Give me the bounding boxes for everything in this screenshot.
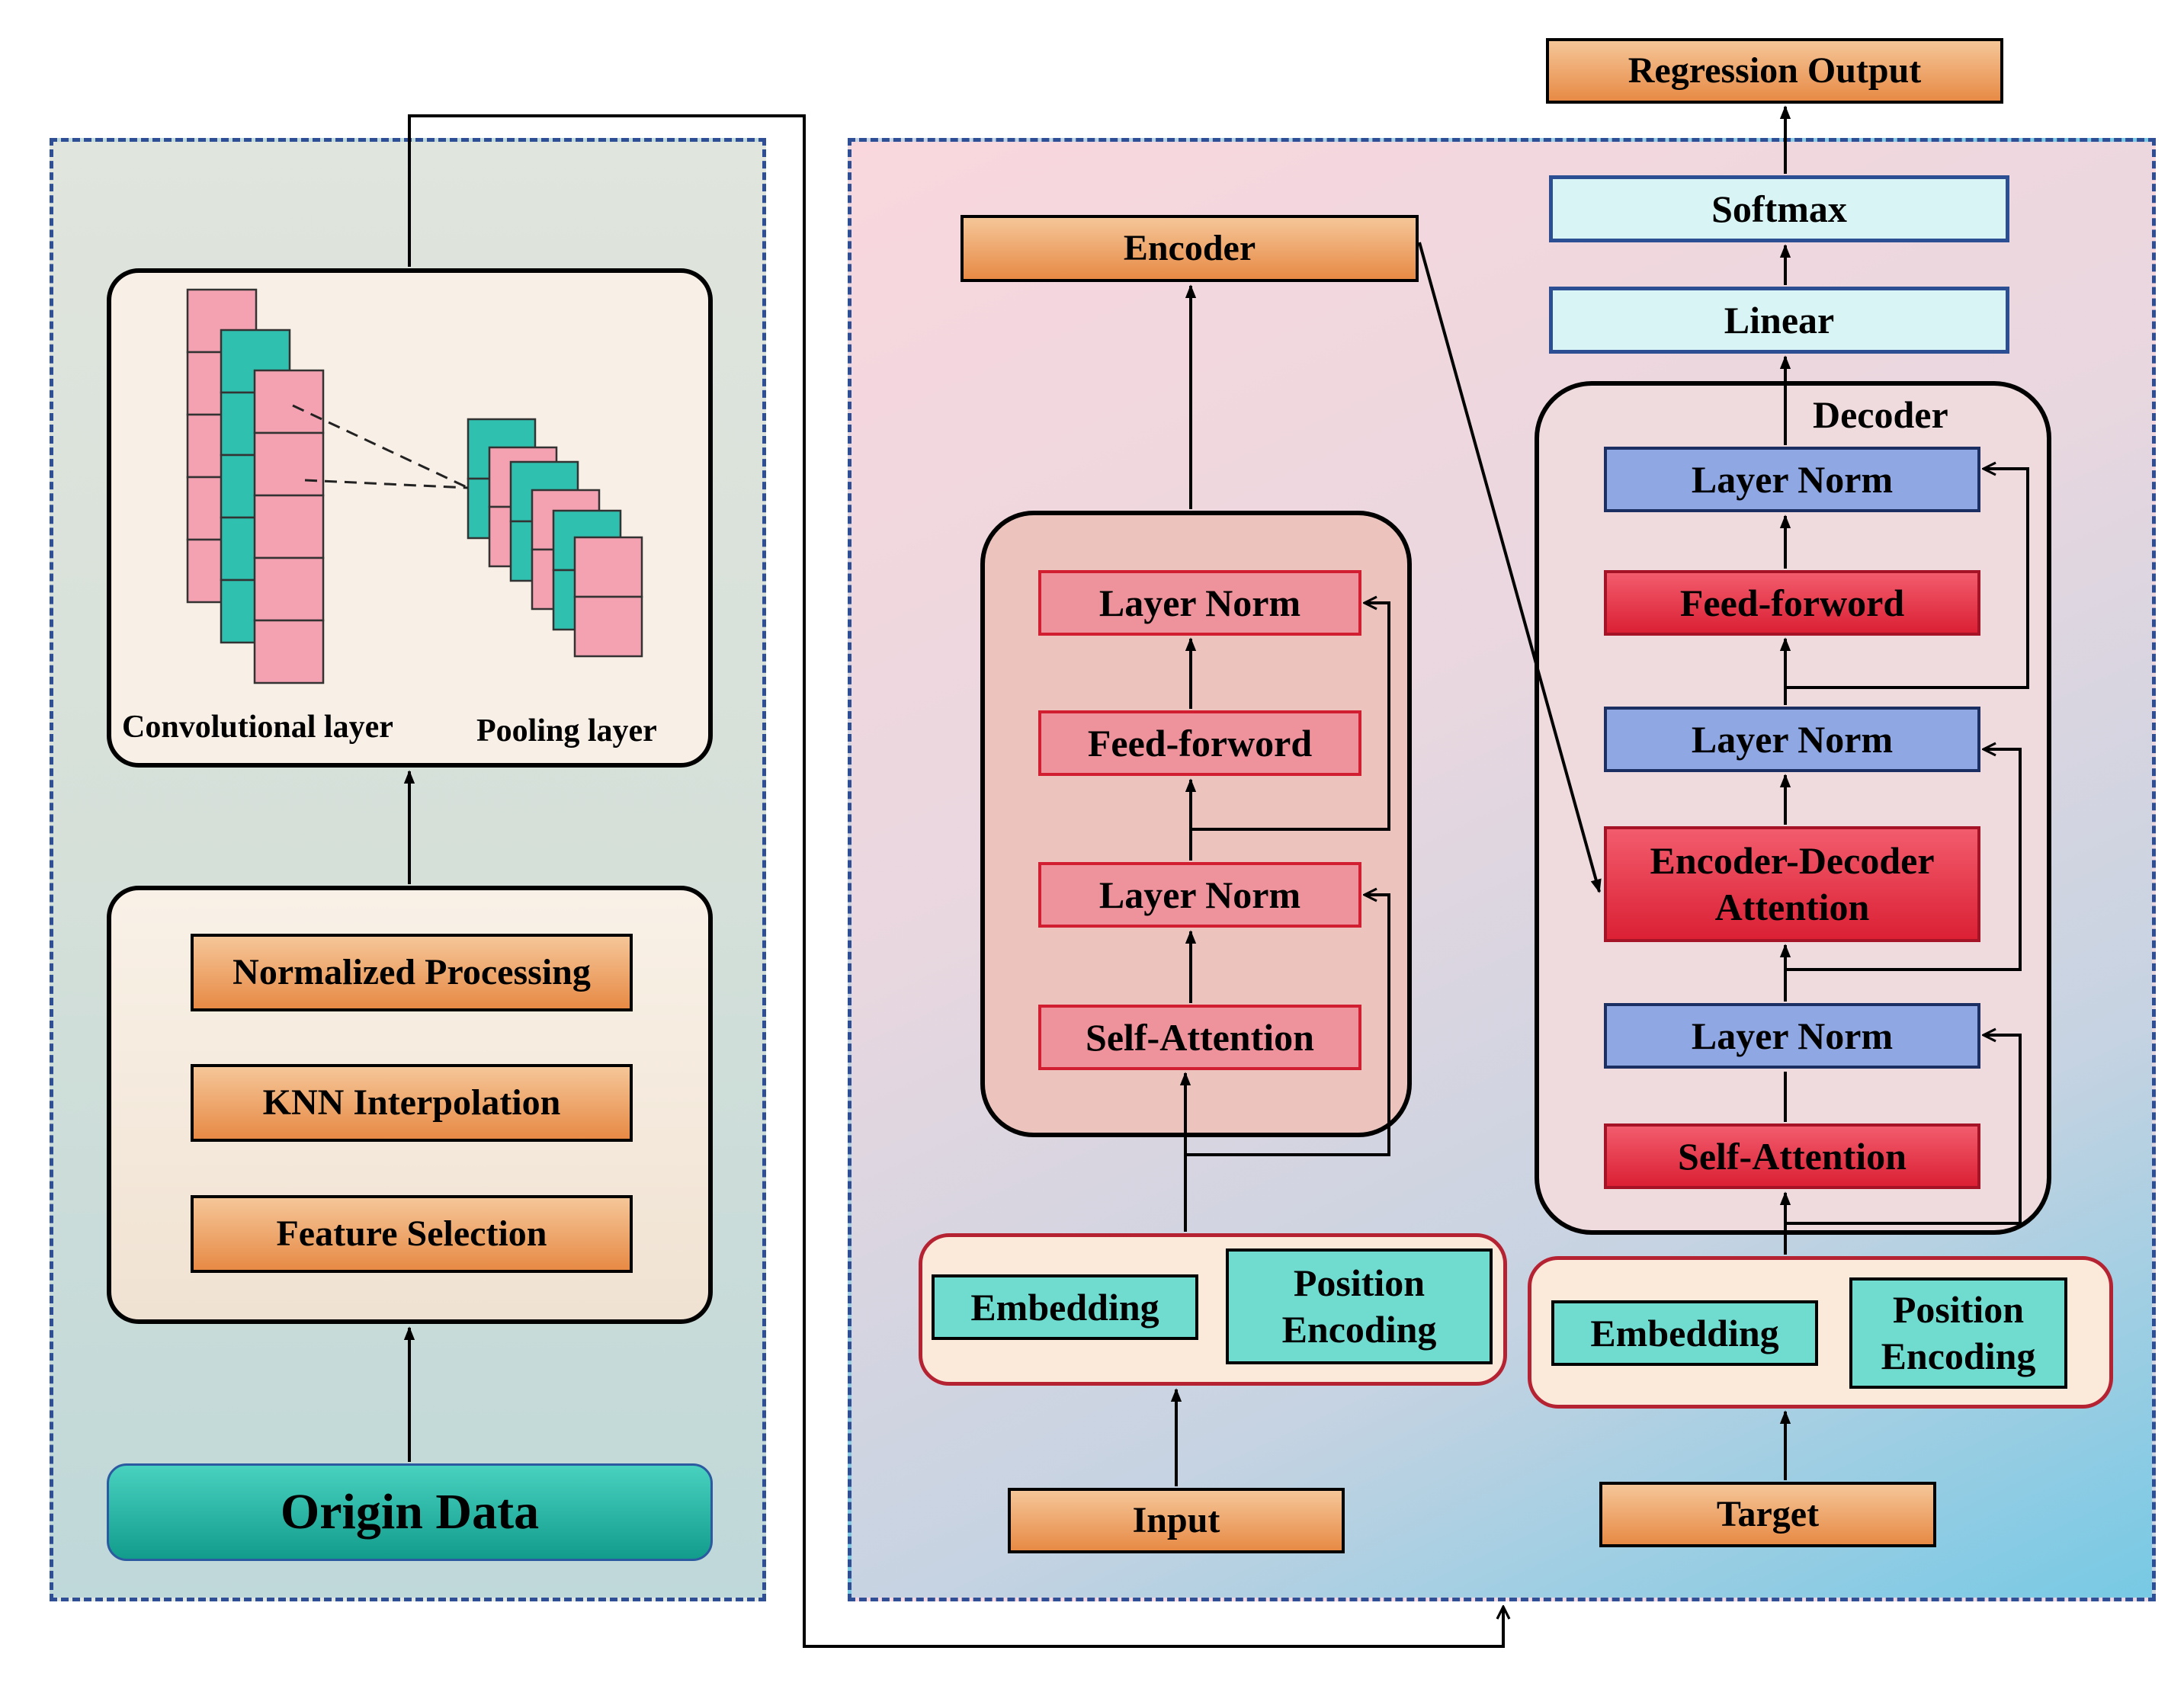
cnn-container [107,268,713,768]
decoder-layer-norm-3: Layer Norm [1604,447,1980,512]
decoder-position-encoding: Position Encoding [1849,1277,2067,1389]
encoder-decoder-attention: Encoder-Decoder Attention [1604,826,1980,942]
decoder-title: Decoder [1813,393,1948,436]
origin-data-block: Origin Data [107,1463,713,1561]
encoder-layer-norm-2: Layer Norm [1038,570,1361,636]
decoder-embedding: Embedding [1551,1300,1818,1366]
softmax-block: Softmax [1549,175,2009,242]
normalized-processing-step: Normalized Processing [191,934,633,1011]
encoder-self-attention: Self-Attention [1038,1005,1361,1070]
regression-output-block: Regression Output [1546,38,2003,104]
linear-block: Linear [1549,287,2009,354]
knn-interpolation-step: KNN Interpolation [191,1064,633,1142]
encoder-position-encoding: Position Encoding [1226,1248,1493,1364]
target-block: Target [1599,1482,1936,1547]
decoder-layer-norm-2: Layer Norm [1604,707,1980,772]
pooling-layer-label: Pooling layer [476,713,657,748]
encoder-feed-forward: Feed-forword [1038,710,1361,776]
input-block: Input [1008,1488,1345,1553]
encoder-output-block: Encoder [961,215,1419,282]
convolutional-layer-label: Convolutional layer [122,710,393,745]
decoder-self-attention: Self-Attention [1604,1123,1980,1189]
decoder-layer-norm-1: Layer Norm [1604,1003,1980,1069]
decoder-feed-forward: Feed-forword [1604,570,1980,636]
encoder-layer-norm-1: Layer Norm [1038,862,1361,928]
encoder-embedding: Embedding [932,1274,1198,1340]
feature-selection-step: Feature Selection [191,1195,633,1273]
